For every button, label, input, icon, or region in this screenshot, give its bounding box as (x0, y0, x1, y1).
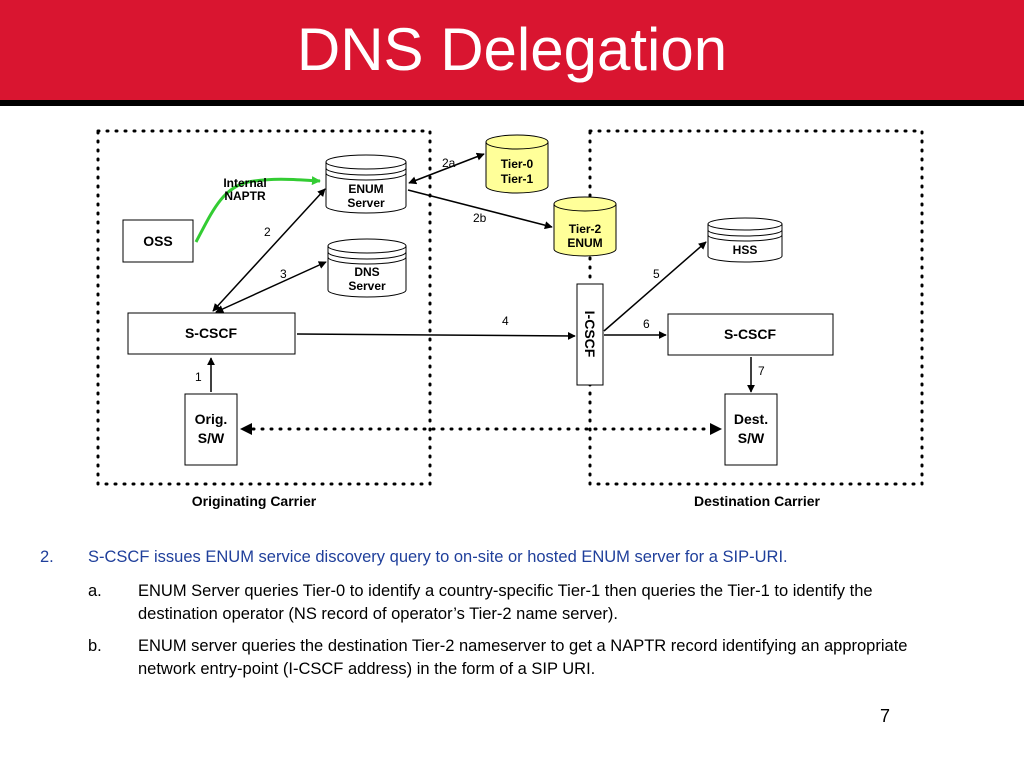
bearer-arrowhead-left (240, 423, 252, 435)
bullet-sub-b-text: ENUM server queries the destination Tier… (138, 637, 908, 678)
orig-switch-box (184, 393, 238, 466)
bullet-sub-a-text: ENUM Server queries Tier-0 to identify a… (138, 582, 873, 623)
dns-server-label-2: Server (348, 279, 386, 293)
arrow-step-4 (296, 331, 576, 340)
title-bar: DNS Delegation (0, 0, 1024, 106)
bullet-sub-a-letter: a. (88, 582, 102, 600)
arrow-step-2a (408, 152, 485, 185)
bullet-main-number: 2. (40, 548, 54, 566)
oss-label: OSS (143, 233, 173, 249)
step-3-label: 3 (280, 267, 287, 281)
originating-carrier-label: Originating Carrier (192, 493, 317, 509)
icscf-box (576, 283, 604, 386)
step-5-label: 5 (653, 267, 660, 281)
bullet-main-text: S-CSCF issues ENUM service discovery que… (88, 548, 788, 566)
tier2-enum-cylinder (553, 196, 617, 257)
originating-scscf-label: S-CSCF (185, 325, 238, 341)
internal-naptr-label-1: Internal (223, 176, 266, 190)
slide-title: DNS Delegation (296, 16, 728, 83)
step-2a-label: 2a (442, 156, 456, 170)
arrow-step-2 (212, 188, 326, 312)
step-7-label: 7 (758, 364, 765, 378)
destination-carrier-label: Destination Carrier (694, 493, 821, 509)
arrow-step-3 (215, 261, 327, 313)
step-2-label: 2 (264, 225, 271, 239)
oss-box (122, 219, 194, 263)
dns-server-cylinder (327, 238, 407, 298)
originating-scscf-box (127, 312, 296, 355)
bullet-sub-b-letter: b. (88, 637, 102, 655)
enum-server-label-1: ENUM (348, 182, 383, 196)
internal-naptr-arrow (194, 176, 321, 243)
orig-switch-label-2: S/W (198, 430, 225, 446)
hss-label: HSS (733, 243, 758, 257)
icscf-label: I-CSCF (582, 311, 598, 358)
arrow-step-2b (407, 189, 553, 230)
tier2-label: Tier-2 (569, 222, 602, 236)
page-number: 7 (880, 706, 891, 726)
arrow-step-5 (603, 241, 707, 332)
enum-server-label-2: Server (347, 196, 385, 210)
dest-switch-label-1: Dest. (734, 411, 768, 427)
dest-switch-box (724, 393, 778, 466)
tier0-tier1-cylinder (485, 134, 549, 194)
step-6-label: 6 (643, 317, 650, 331)
tier0-label: Tier-0 (501, 157, 534, 171)
tier1-label: Tier-1 (501, 172, 534, 186)
destination-scscf-label: S-CSCF (724, 326, 777, 342)
bearer-arrowhead-right (710, 423, 722, 435)
step-4-label: 4 (502, 314, 509, 328)
orig-switch-label-1: Orig. (195, 411, 228, 427)
enum-server-cylinder (325, 154, 407, 214)
step-2b-label: 2b (473, 211, 487, 225)
dns-server-label-1: DNS (354, 265, 379, 279)
internal-naptr-label-2: NAPTR (224, 189, 266, 203)
destination-scscf-box (667, 313, 834, 356)
step-1-label: 1 (195, 370, 202, 384)
tier2-enum-label: ENUM (567, 236, 602, 250)
dest-switch-label-2: S/W (738, 430, 765, 446)
hss-cylinder (707, 217, 783, 263)
